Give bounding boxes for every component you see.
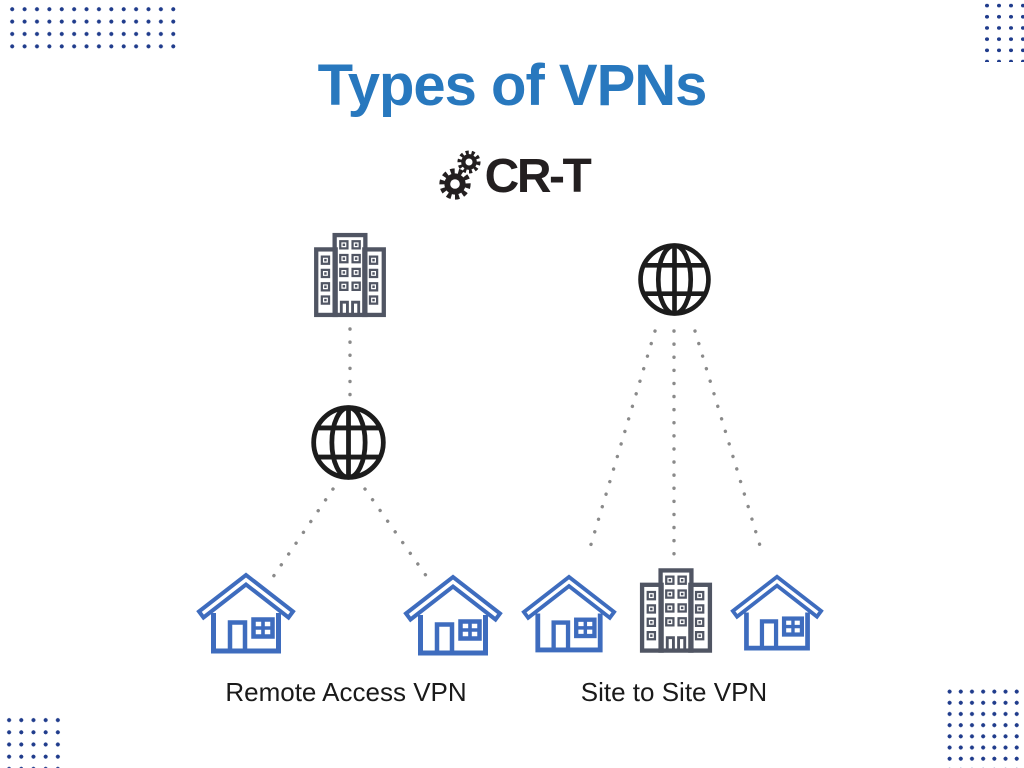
gear-icon — [455, 148, 483, 176]
group-label-site-to-site-vpn: Site to Site VPN — [580, 677, 768, 707]
globe-icon — [636, 241, 713, 318]
globe-icon — [309, 403, 388, 482]
corner-dots-top-left — [6, 3, 179, 51]
corner-dots-top-right — [981, 0, 1024, 62]
office-building-icon — [639, 567, 713, 654]
house-icon — [196, 567, 296, 657]
corner-dots-bottom-right — [944, 686, 1024, 768]
office-building-icon — [313, 232, 387, 318]
logo-text: CR-T — [484, 149, 592, 203]
connector-globe-to-house-2 — [363, 487, 429, 579]
house-icon — [521, 569, 617, 656]
house-icon — [403, 569, 503, 659]
connector-globe-to-house-1 — [271, 487, 335, 579]
double-gear-icon — [435, 147, 483, 205]
connector-globe-to-house-4 — [693, 329, 763, 551]
connector-globe-to-house-3 — [587, 329, 657, 553]
page-title: Types of VPNs — [317, 53, 708, 118]
house-icon — [730, 569, 824, 654]
group-label-remote-access-vpn: Remote Access VPN — [225, 677, 467, 707]
corner-dots-bottom-left — [3, 714, 64, 768]
crt-logo: CR-T — [0, 147, 1024, 205]
